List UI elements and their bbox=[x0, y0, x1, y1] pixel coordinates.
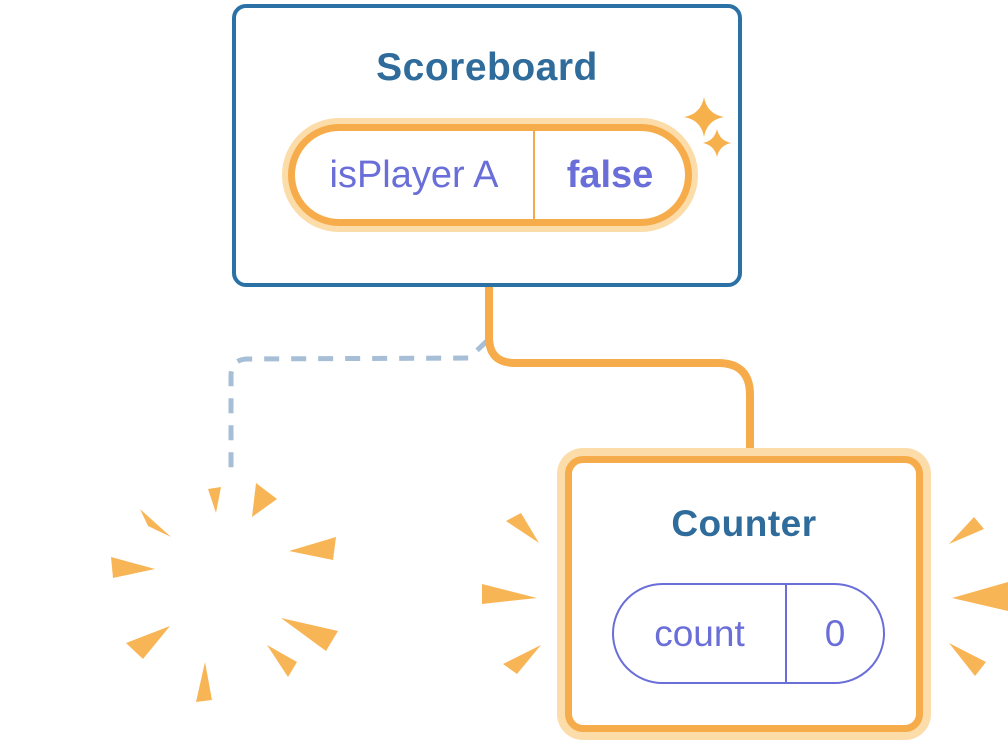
counter-component-card: Counter count 0 bbox=[557, 448, 931, 740]
counter-state-value: 0 bbox=[824, 612, 846, 654]
scoreboard-state-value: false bbox=[566, 153, 654, 196]
counter-state-name: count bbox=[654, 612, 745, 654]
counter-state-pill: count 0 bbox=[612, 583, 885, 684]
dashed-connector-line bbox=[228, 338, 490, 472]
pill-divider bbox=[533, 131, 535, 219]
pill-divider bbox=[785, 585, 787, 682]
scoreboard-state-name: isPlayer A bbox=[329, 153, 499, 196]
parent-child-connector-line bbox=[485, 284, 754, 462]
scoreboard-component-card: Scoreboard isPlayer A false bbox=[232, 4, 742, 287]
scoreboard-title: Scoreboard bbox=[376, 46, 598, 89]
destroyed-component-square bbox=[93, 458, 366, 731]
scoreboard-state-pill: isPlayer A false bbox=[282, 118, 698, 232]
counter-title: Counter bbox=[671, 503, 817, 544]
